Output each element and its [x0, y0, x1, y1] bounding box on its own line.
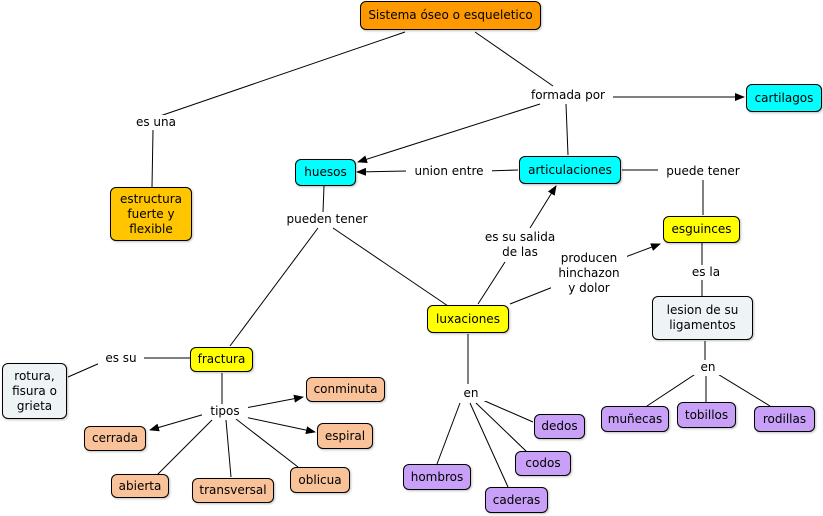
node-espiral[interactable]: espiral — [317, 423, 373, 449]
edge-essusalida-art — [529, 185, 557, 229]
edge-essu-rotura — [67, 362, 101, 378]
edge-en-codos — [475, 402, 528, 453]
edge-sistema-formadapor — [474, 31, 554, 87]
edge-en-dedos — [477, 397, 534, 423]
node-cartilagos[interactable]: cartilagos — [746, 84, 822, 112]
edge-puedentener-fractura — [229, 227, 319, 347]
node-hombros[interactable]: hombros — [403, 464, 471, 490]
edge-en-munecas — [646, 372, 698, 407]
edge-en-hombros — [436, 402, 461, 465]
link-producen: producen hinchazon y dolor — [551, 251, 627, 296]
edge-tipos-conminuta — [239, 394, 304, 410]
link-puede-tener: puede tener — [658, 164, 748, 179]
node-dedos[interactable]: dedos — [534, 414, 585, 439]
link-formada-por: formada por — [523, 88, 613, 103]
link-en-luxaciones: en — [456, 386, 486, 401]
node-abierta[interactable]: abierta — [111, 474, 169, 498]
node-cerrada[interactable]: cerrada — [84, 426, 146, 451]
node-fractura[interactable]: fractura — [190, 347, 253, 372]
node-esguinces[interactable]: esguinces — [663, 216, 740, 243]
node-munecas[interactable]: muñecas — [601, 406, 669, 432]
edge-en-rodillas — [715, 372, 771, 407]
node-oblicua[interactable]: oblicua — [290, 467, 350, 493]
edge-tipos-transversal — [225, 419, 232, 478]
node-tobillos[interactable]: tobillos — [677, 402, 736, 428]
edge-huesos-puedentener — [322, 185, 325, 213]
link-pueden-tener: pueden tener — [278, 212, 376, 227]
edge-lux-essusalida — [477, 261, 506, 305]
edge-tipos-espiral — [239, 415, 316, 435]
link-tipos: tipos — [202, 404, 248, 419]
node-codos[interactable]: codos — [515, 451, 571, 476]
node-estructura[interactable]: estructura fuerte y flexible — [110, 187, 192, 241]
node-sistema-oseo[interactable]: Sistema óseo o esqueletico — [360, 1, 541, 30]
edge-en-caderas — [469, 402, 509, 488]
node-rodillas[interactable]: rodillas — [754, 406, 815, 432]
node-lesion[interactable]: lesion de su ligamentos — [652, 296, 753, 340]
edge-lux-producen — [509, 286, 554, 305]
edge-sistema-esuna — [159, 31, 406, 117]
edge-esuna-estructura — [151, 129, 154, 188]
edge-union-huesos — [356, 167, 408, 176]
node-articulaciones[interactable]: articulaciones — [519, 156, 621, 184]
link-es-la: es la — [684, 265, 728, 280]
link-es-su-salida: es su salida de las — [478, 230, 562, 260]
node-huesos[interactable]: huesos — [295, 159, 356, 186]
edge-puedentener-luxaciones — [332, 227, 449, 307]
link-en-lesion: en — [693, 360, 723, 375]
edge-formadapor-huesos — [357, 103, 541, 164]
node-transversal[interactable]: transversal — [192, 478, 274, 503]
link-es-su: es su — [98, 351, 144, 366]
node-rotura[interactable]: rotura, fisura o grieta — [2, 363, 67, 419]
edge-tipos-abierta — [156, 419, 213, 476]
edge-formadapor-articulaciones — [565, 103, 569, 156]
edge-tipos-cerrada — [149, 413, 206, 432]
node-luxaciones[interactable]: luxaciones — [427, 305, 509, 333]
node-caderas[interactable]: caderas — [485, 487, 548, 513]
edge-tipos-oblicua — [235, 418, 299, 468]
node-conminuta[interactable]: conminuta — [306, 377, 385, 402]
link-es-una: es una — [128, 115, 184, 130]
link-union-entre: union entre — [406, 164, 492, 179]
